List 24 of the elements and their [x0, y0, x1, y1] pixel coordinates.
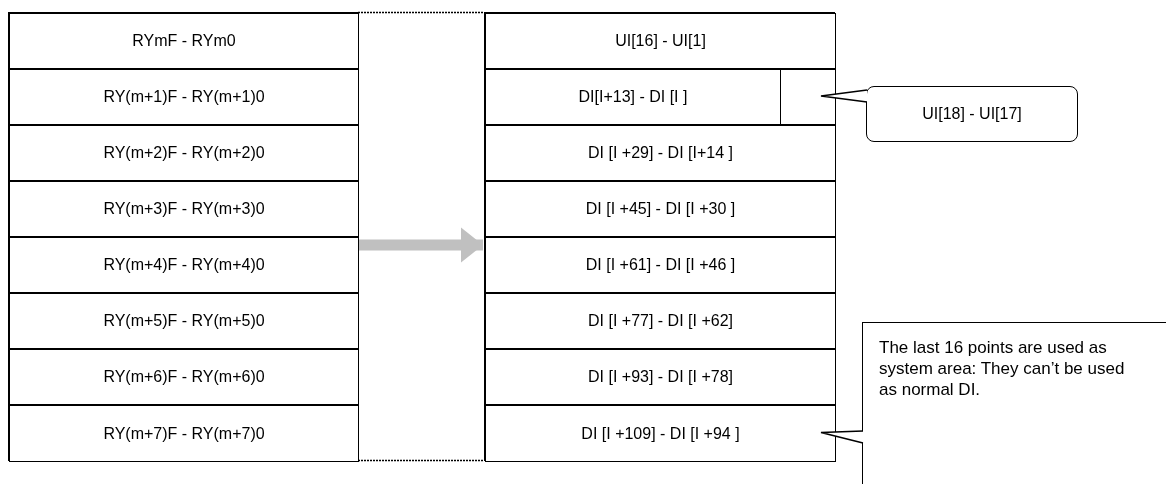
table-cell: RYmF - RYm0 — [9, 13, 359, 69]
table-cell — [780, 69, 836, 125]
table-cell: RY(m+7)F - RY(m+7)0 — [9, 405, 359, 462]
table-cell: UI[16] - UI[1] — [485, 13, 836, 69]
callout-bubble: The last 16 points are used as system area: They can’t be used as normal DI. — [862, 322, 1166, 484]
callout-pointer — [820, 89, 868, 103]
table-cell: DI[I+13] - DI [I ] — [485, 69, 781, 125]
table-cell: RY(m+3)F - RY(m+3)0 — [9, 181, 359, 237]
table-cell: RY(m+4)F - RY(m+4)0 — [9, 237, 359, 293]
table-cell: DI [I +29] - DI [I+14 ] — [485, 125, 836, 181]
table-cell: DI [I +45] - DI [I +30 ] — [485, 181, 836, 237]
table-cell: DI [I +109] - DI [I +94 ] — [485, 405, 836, 462]
table-frame — [484, 12, 835, 461]
table-cell: RY(m+5)F - RY(m+5)0 — [9, 293, 359, 349]
callout-pointer — [820, 430, 864, 444]
table-cell: DI [I +61] - DI [I +46 ] — [485, 237, 836, 293]
table-cell: RY(m+2)F - RY(m+2)0 — [9, 125, 359, 181]
table-frame — [8, 12, 358, 461]
table-cell: DI [I +77] - DI [I +62] — [485, 293, 836, 349]
table-cell: DI [I +93] - DI [I +78] — [485, 349, 836, 405]
table-cell: RY(m+1)F - RY(m+1)0 — [9, 69, 359, 125]
callout-bubble: UI[18] - UI[17] — [866, 86, 1078, 142]
arrow — [359, 227, 483, 263]
table-cell: RY(m+6)F - RY(m+6)0 — [9, 349, 359, 405]
